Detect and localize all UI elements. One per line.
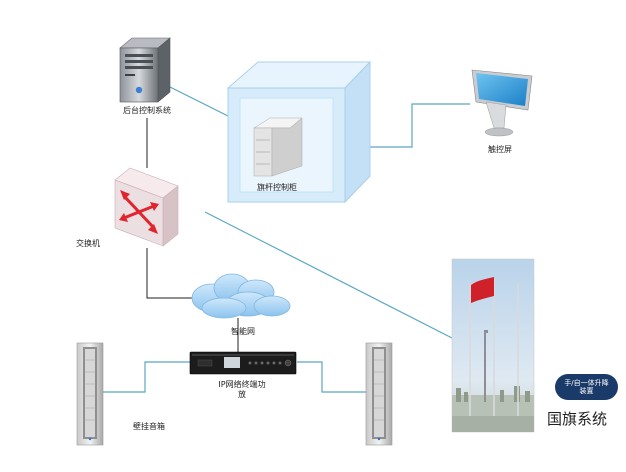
label-wall-speaker: 壁挂音箱 [133, 422, 165, 431]
line-cabinet-touchscreen [345, 103, 470, 148]
cloud-icon [191, 273, 291, 319]
lift-device-line2: 装置 [579, 387, 594, 395]
label-flagpole-cabinet: 旗杆控制柜 [257, 183, 297, 192]
lift-device-badge: 手/自一体升降 装置 [555, 374, 618, 400]
label-backend-system: 后台控制系统 [123, 106, 171, 115]
touch-screen-icon [471, 69, 533, 137]
label-flag-system: 国旗系统 [547, 410, 608, 428]
line-cabinet-flagpole [204, 211, 453, 339]
wall-speaker-left-icon [76, 342, 104, 446]
line-server-cabinet [159, 81, 229, 117]
flagpole-cabinet-icon [226, 60, 372, 204]
connector-lines [103, 81, 470, 393]
flag-photo [451, 258, 535, 433]
line-amp-right-speaker [297, 361, 366, 393]
wall-speaker-right-icon [365, 342, 393, 446]
label-ip-amplifier-line1: IP网络终端功 [218, 380, 266, 389]
network-lines [146, 118, 239, 352]
lift-device-line1: 手/自一体升降 [564, 379, 609, 387]
line-amp-left-speaker [103, 361, 190, 393]
label-touch-screen: 触控屏 [488, 145, 512, 154]
label-switch: 交换机 [76, 239, 100, 248]
switch-icon [114, 167, 179, 247]
ip-amplifier-icon [189, 351, 297, 375]
label-ip-amplifier-line2: 放 [238, 390, 246, 399]
label-smart-network: 智能网 [231, 327, 255, 336]
server-icon [119, 37, 171, 103]
label-ip-amplifier: IP网络终端功 放 [218, 380, 265, 400]
line-switch-cloud [146, 248, 196, 299]
red-flag [471, 277, 494, 303]
